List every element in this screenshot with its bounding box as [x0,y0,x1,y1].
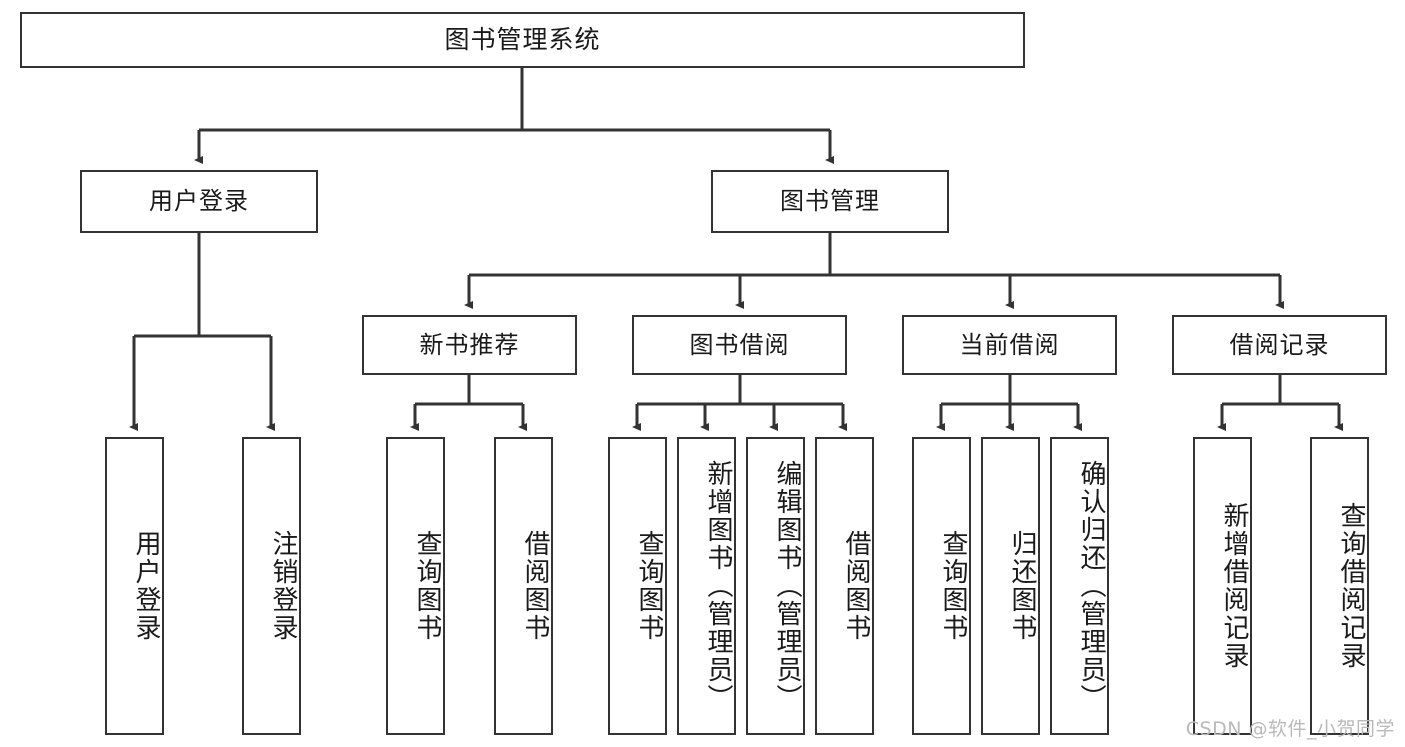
node-current-borrow[interactable]: 当前借阅 [902,315,1117,375]
leaf-current-borrow-return-book[interactable]: 归还图书 [981,437,1040,735]
node-book-borrow[interactable]: 图书借阅 [632,315,847,375]
leaf-book-borrow-edit-book-admin[interactable]: 编辑图书（管理员） [746,437,805,735]
node-borrow-record[interactable]: 借阅记录 [1172,315,1387,375]
leaf-current-borrow-confirm-return-admin[interactable]: 确认归还（管理员） [1050,437,1109,735]
leaf-user-login-logout[interactable]: 注销登录 [242,437,301,735]
leaf-book-borrow-query-book[interactable]: 查询图书 [608,437,667,735]
leaf-book-borrow-add-book-admin[interactable]: 新增图书（管理员） [677,437,736,735]
leaf-new-book-borrow-book[interactable]: 借阅图书 [494,437,553,735]
node-new-book-recommend[interactable]: 新书推荐 [362,315,577,375]
node-user-login[interactable]: 用户登录 [80,170,318,233]
node-root-system[interactable]: 图书管理系统 [20,12,1025,68]
node-book-management[interactable]: 图书管理 [711,170,949,233]
leaf-user-login-login[interactable]: 用户登录 [105,437,164,735]
leaf-book-borrow-borrow-book[interactable]: 借阅图书 [815,437,874,735]
leaf-borrow-record-query-record[interactable]: 查询借阅记录 [1310,437,1369,735]
leaf-new-book-query-book[interactable]: 查询图书 [386,437,445,735]
leaf-current-borrow-query-book[interactable]: 查询图书 [912,437,971,735]
csdn-watermark: CSDN @软件_小贺同学 [1185,718,1395,740]
leaf-borrow-record-add-record[interactable]: 新增借阅记录 [1193,437,1252,735]
